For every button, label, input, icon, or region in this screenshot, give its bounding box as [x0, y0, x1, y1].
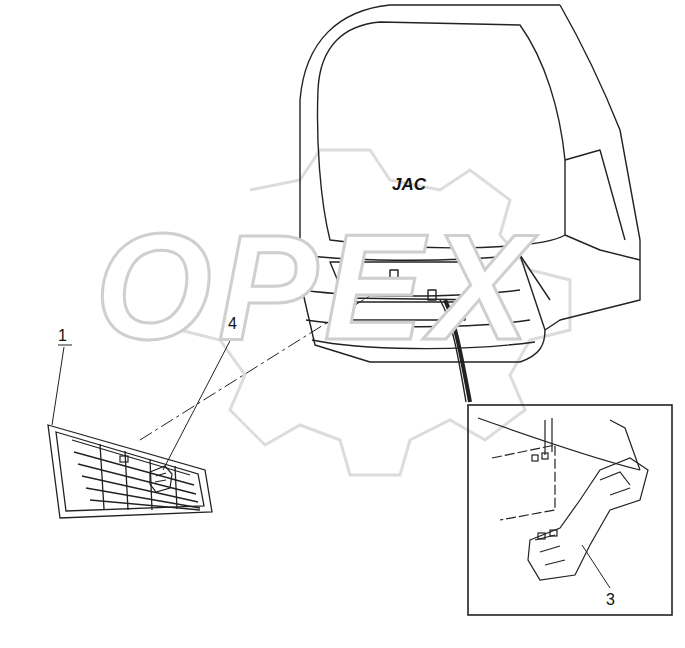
- logo-text: JAC: [392, 176, 426, 193]
- watermark-text: OPEX: [95, 212, 536, 362]
- detail-inset: [468, 405, 672, 615]
- clip-part: [120, 456, 172, 492]
- callout-number: 4: [228, 316, 237, 332]
- callout-number: 1: [58, 328, 67, 344]
- callout-number: 3: [606, 592, 615, 608]
- grille-part: [48, 425, 212, 518]
- leader-line: [52, 333, 610, 588]
